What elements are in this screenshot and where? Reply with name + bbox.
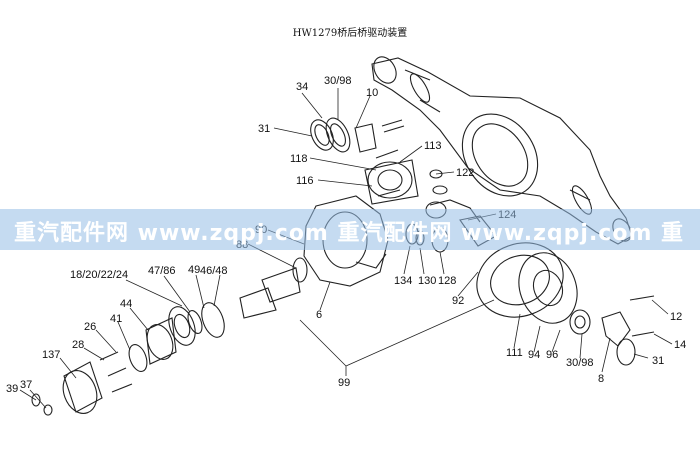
part-label-31-top: 31: [258, 123, 270, 135]
part-label-12: 12: [670, 311, 682, 323]
part-label-37: 37: [20, 379, 32, 391]
part-label-30-98-bottom: 30/98: [566, 357, 594, 369]
part-label-44: 44: [120, 298, 132, 310]
part-label-137: 137: [42, 349, 60, 361]
leader-lines: [19, 88, 673, 409]
part-label-6: 6: [316, 309, 322, 321]
part-label-116: 116: [296, 175, 314, 187]
diagram-title: HW1279桥后桥驱动装置: [292, 28, 408, 39]
watermark-text: 重汽配件网 www.zqpj.com 重汽配件网 www.zqpj.com 重: [14, 221, 685, 246]
part-label-10: 10: [366, 87, 378, 99]
part-label-26: 26: [84, 321, 96, 333]
part-label-14: 14: [674, 339, 686, 351]
part-label-28: 28: [72, 339, 84, 351]
part-label-96: 96: [546, 349, 558, 361]
part-label-128: 128: [438, 275, 456, 287]
part-label-94: 94: [528, 349, 540, 361]
part-label-41: 41: [110, 313, 122, 325]
part-label-118: 118: [290, 153, 308, 165]
part-label-34: 34: [296, 81, 308, 93]
part-label-92: 92: [452, 295, 464, 307]
part-label-18-20-22-24: 18/20/22/24: [70, 269, 128, 281]
part-label-130: 130: [418, 275, 436, 287]
part-label-8: 8: [598, 373, 604, 385]
watermark-band: [0, 209, 700, 250]
part-label-122: 122: [456, 167, 474, 179]
pinion-shaft-group: [31, 257, 308, 416]
part-label-39: 39: [6, 383, 18, 395]
part-label-111: 111: [506, 347, 523, 359]
part-label-49: 49: [188, 264, 200, 276]
part-label-46-48: 46/48: [200, 265, 228, 277]
part-label-31-bottom: 31: [652, 355, 664, 367]
upper-bearing-group: [310, 117, 481, 223]
part-label-47-86: 47/86: [148, 265, 176, 277]
part-label-113: 113: [424, 140, 442, 152]
part-label-30-98-top: 30/98: [324, 75, 352, 87]
part-label-99: 99: [338, 377, 350, 389]
part-label-134: 134: [394, 275, 412, 287]
part-labels: 34 30/98 10 31 118 113 116 122 124 90 88…: [6, 75, 686, 395]
ring-gear-group: [476, 242, 655, 366]
